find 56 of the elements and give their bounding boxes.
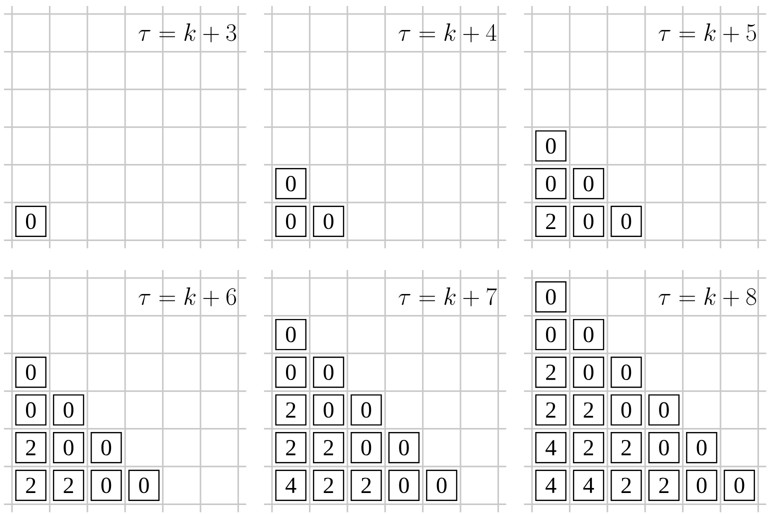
number-box: 0: [350, 394, 382, 426]
number-box: 0: [572, 168, 604, 200]
number-box: 2: [648, 470, 680, 501]
number-box: 0: [312, 206, 344, 237]
number-box: 2: [535, 206, 566, 237]
number-box: 0: [15, 356, 46, 388]
number-box: 2: [15, 470, 46, 501]
number-box: 2: [572, 432, 604, 464]
number-box: 0: [610, 206, 642, 237]
number-box: 0: [128, 470, 160, 501]
number-box: 2: [535, 356, 566, 388]
number-box: 2: [275, 394, 306, 426]
number-box: 0: [535, 318, 566, 350]
number-box: 0: [388, 432, 420, 464]
number-box: 0: [15, 394, 46, 426]
number-box: 0: [610, 394, 642, 426]
number-box: 0: [52, 394, 84, 426]
number-box: 0: [275, 206, 306, 237]
number-box: 0: [535, 281, 566, 312]
number-box: 0: [648, 432, 680, 464]
number-box: 2: [535, 394, 566, 426]
number-box: 0: [275, 168, 306, 200]
number-box: 0: [312, 394, 344, 426]
number-box: 0: [535, 130, 566, 162]
number-box: 0: [312, 356, 344, 388]
number-box: 2: [572, 394, 604, 426]
number-box: 2: [610, 470, 642, 501]
number-box: 0: [15, 206, 46, 237]
number-box: 0: [648, 394, 680, 426]
number-box: 2: [15, 432, 46, 464]
number-box: 2: [275, 432, 306, 464]
number-box: 0: [90, 432, 122, 464]
number-box: 0: [426, 470, 458, 501]
number-box: 2: [52, 470, 84, 501]
number-box: 0: [90, 470, 122, 501]
number-box: 4: [535, 432, 566, 464]
number-box: 2: [312, 432, 344, 464]
number-box: 4: [275, 470, 306, 501]
number-box: 0: [535, 168, 566, 200]
number-box: 0: [724, 470, 755, 501]
number-box: 0: [52, 432, 84, 464]
number-box: 0: [686, 432, 718, 464]
number-box: 2: [350, 470, 382, 501]
number-box: 2: [312, 470, 344, 501]
number-box: 4: [535, 470, 566, 501]
number-box: 0: [350, 432, 382, 464]
number-box: 0: [572, 206, 604, 237]
number-box: 4: [572, 470, 604, 501]
number-box: 0: [572, 356, 604, 388]
number-box: 0: [275, 356, 306, 388]
number-box: 0: [610, 356, 642, 388]
number-box: 0: [686, 470, 718, 501]
number-box: 2: [610, 432, 642, 464]
number-box: 0: [275, 318, 306, 350]
number-box: 0: [388, 470, 420, 501]
number-box: 0: [572, 318, 604, 350]
